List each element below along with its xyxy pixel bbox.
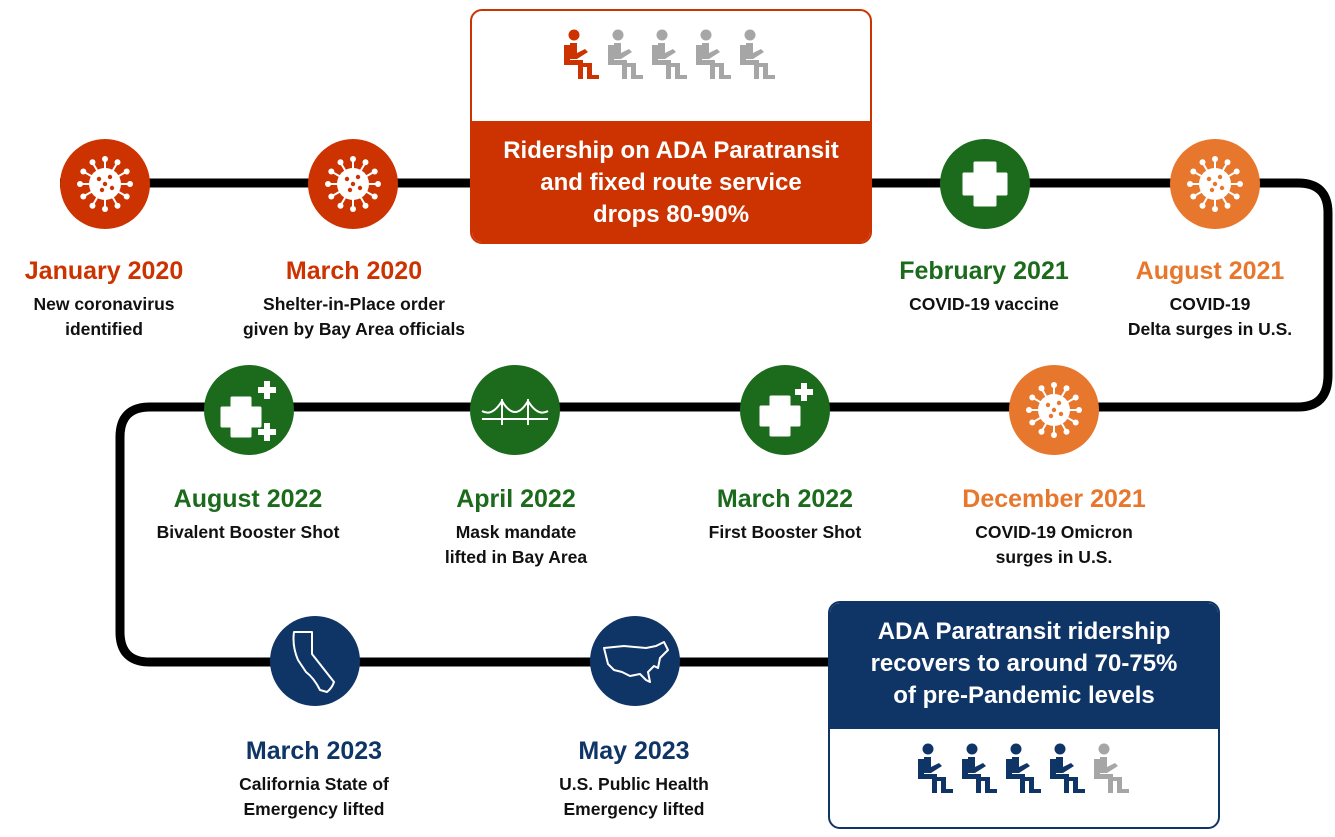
event-march-2023: March 2023 California State of Emergency…	[239, 736, 389, 822]
event-description-line: COVID-19	[1169, 294, 1251, 314]
callout-line: of pre-Pandemic levels	[893, 682, 1155, 709]
ridership-drop-text: Ridership on ADA Paratransit and fixed r…	[472, 121, 870, 242]
seated-rider-icon	[696, 29, 731, 79]
event-description: Bivalent Booster Shot	[157, 520, 340, 545]
event-description-line: Emergency lifted	[563, 799, 705, 819]
seated-rider-icon	[1006, 743, 1041, 793]
event-date: August 2021	[1135, 257, 1285, 285]
event-description-line: Delta surges in U.S.	[1127, 319, 1293, 339]
node-march-2020	[308, 139, 398, 229]
seated-rider-icon	[740, 29, 775, 79]
event-may-2023: May 2023 U.S. Public Health Emergency li…	[559, 736, 709, 822]
callout-line: Ridership on ADA Paratransit	[503, 137, 839, 164]
event-description-line: lifted in Bay Area	[444, 547, 588, 567]
event-description: New coronavirus identified	[25, 292, 183, 342]
event-date: March 2020	[285, 257, 423, 285]
event-date: April 2022	[456, 485, 576, 513]
event-description-line: Mask mandate	[455, 522, 577, 542]
seated-rider-icon	[608, 29, 643, 79]
node-march-2022	[740, 365, 830, 455]
event-description: Shelter-in-Place order given by Bay Area…	[243, 292, 465, 342]
seated-rider-icon	[1050, 743, 1085, 793]
seated-rider-icon	[962, 743, 997, 793]
node-february-2021	[940, 139, 1030, 229]
california-map-icon	[270, 616, 360, 706]
node-august-2021	[1170, 139, 1260, 229]
virus-icon	[1009, 365, 1099, 455]
event-date: January 2020	[24, 257, 184, 285]
event-march-2020: March 2020 Shelter-in-Place order given …	[243, 256, 465, 342]
ridership-recovery-callout: ADA Paratransit ridership recovers to ar…	[828, 601, 1220, 829]
event-february-2021: February 2021 COVID-19 vaccine	[899, 256, 1069, 317]
rider-icons	[914, 743, 1130, 795]
virus-icon	[60, 139, 150, 229]
event-date: December 2021	[962, 485, 1146, 513]
booster-cross-icon	[740, 365, 830, 455]
event-description-line: Shelter-in-Place order	[263, 294, 445, 314]
event-description-line: First Booster Shot	[708, 522, 862, 542]
event-date: August 2022	[173, 485, 323, 513]
event-description-line: U.S. Public Health	[559, 774, 709, 794]
rider-icons	[560, 29, 776, 81]
event-description: U.S. Public Health Emergency lifted	[559, 772, 709, 822]
event-date: March 2022	[716, 485, 854, 513]
event-description-line: given by Bay Area officials	[242, 319, 466, 339]
event-description: COVID-19 Omicron surges in U.S.	[962, 520, 1145, 570]
event-description-line: Bivalent Booster Shot	[156, 522, 340, 542]
event-date: March 2023	[245, 737, 383, 765]
node-may-2023	[590, 616, 680, 706]
event-description-line: identified	[65, 319, 143, 339]
event-description-line: COVID-19 vaccine	[909, 294, 1059, 314]
event-description: First Booster Shot	[709, 520, 862, 545]
bivalent-booster-icon	[204, 365, 294, 455]
ridership-drop-callout: Ridership on ADA Paratransit and fixed r…	[470, 9, 872, 244]
event-april-2022: April 2022 Mask mandate lifted in Bay Ar…	[445, 484, 587, 570]
event-description: COVID-19 vaccine	[899, 292, 1069, 317]
seated-rider-icon	[564, 29, 599, 79]
node-march-2023	[270, 616, 360, 706]
event-description: California State of Emergency lifted	[239, 772, 389, 822]
seated-rider-icon	[1094, 743, 1129, 793]
us-map-icon	[590, 616, 680, 706]
callout-line: drops 80-90%	[592, 201, 750, 228]
event-description-line: COVID-19 Omicron	[975, 522, 1133, 542]
event-description-line: California State of	[239, 774, 389, 794]
callout-line: and fixed route service	[540, 169, 802, 196]
event-description-line: surges in U.S.	[995, 547, 1113, 567]
event-august-2022: August 2022 Bivalent Booster Shot	[157, 484, 340, 545]
golden-gate-bridge-icon	[470, 365, 560, 455]
callout-line: ADA Paratransit ridership	[877, 618, 1171, 645]
node-december-2021	[1009, 365, 1099, 455]
event-description: Mask mandate lifted in Bay Area	[445, 520, 587, 570]
node-august-2022	[204, 365, 294, 455]
event-date: May 2023	[578, 737, 690, 765]
event-description-line: Emergency lifted	[243, 799, 385, 819]
event-description: COVID-19 Delta surges in U.S.	[1128, 292, 1292, 342]
event-description-line: New coronavirus	[33, 294, 175, 314]
seated-rider-icon	[918, 743, 953, 793]
medical-cross-icon	[940, 139, 1030, 229]
event-august-2021: August 2021 COVID-19 Delta surges in U.S…	[1128, 256, 1292, 342]
virus-icon	[1170, 139, 1260, 229]
seated-rider-icon	[652, 29, 687, 79]
event-date: February 2021	[899, 257, 1069, 285]
virus-icon	[308, 139, 398, 229]
event-march-2022: March 2022 First Booster Shot	[709, 484, 862, 545]
node-january-2020	[60, 139, 150, 229]
node-april-2022	[470, 365, 560, 455]
event-december-2021: December 2021 COVID-19 Omicron surges in…	[962, 484, 1145, 570]
event-january-2020: January 2020 New coronavirus identified	[25, 256, 183, 342]
callout-line: recovers to around 70-75%	[870, 650, 1178, 677]
ridership-recovery-text: ADA Paratransit ridership recovers to ar…	[830, 603, 1218, 729]
